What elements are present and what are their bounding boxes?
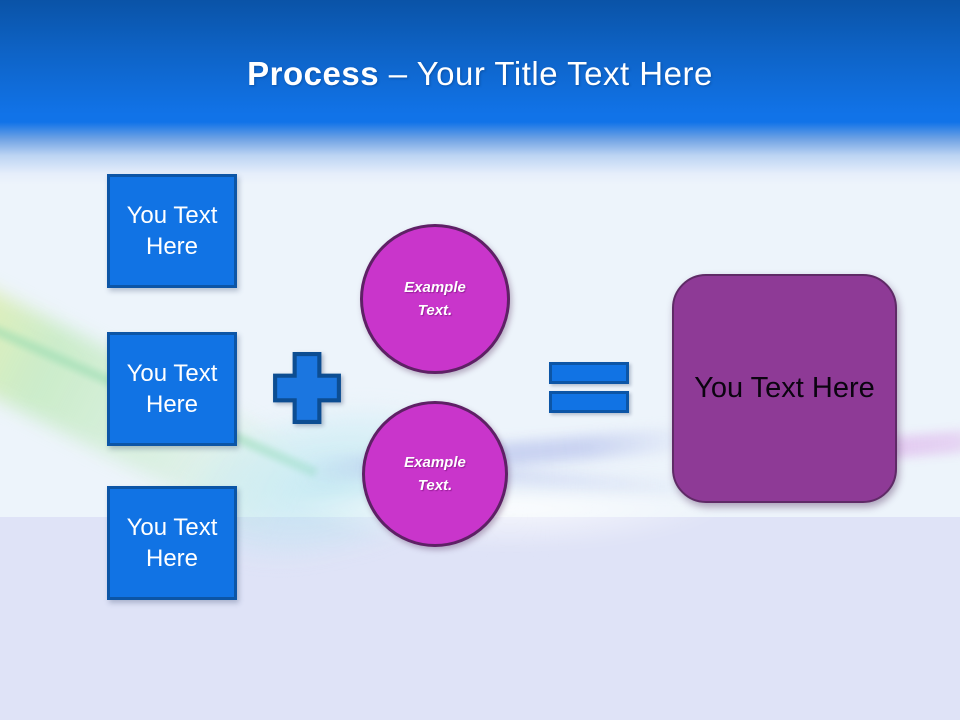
input-box-3-label: You Text Here <box>126 513 218 572</box>
input-box-2-label: You Text Here <box>126 359 218 418</box>
plus-icon <box>273 352 341 424</box>
input-box-1: You Text Here <box>107 174 237 288</box>
input-box-2: You Text Here <box>107 332 237 446</box>
page-title-rest: – Your Title Text Here <box>388 55 713 92</box>
input-box-3: You Text Here <box>107 486 237 600</box>
example-circle-1: Example Text. <box>360 224 510 374</box>
example-circle-1-label: Example Text. <box>404 278 466 319</box>
result-box: You Text Here <box>672 274 897 503</box>
input-box-1-label: You Text Here <box>126 201 218 260</box>
example-circle-2: Example Text. <box>362 401 508 547</box>
result-box-label: You Text Here <box>694 372 875 404</box>
example-circle-2-label: Example Text. <box>404 453 466 494</box>
equals-icon <box>549 362 629 414</box>
header-banner <box>0 0 960 185</box>
page-title: Process – Your Title Text Here <box>0 55 960 93</box>
page-title-bold: Process <box>247 55 380 92</box>
equals-bar-top <box>549 362 629 384</box>
equals-bar-bottom <box>549 391 629 413</box>
